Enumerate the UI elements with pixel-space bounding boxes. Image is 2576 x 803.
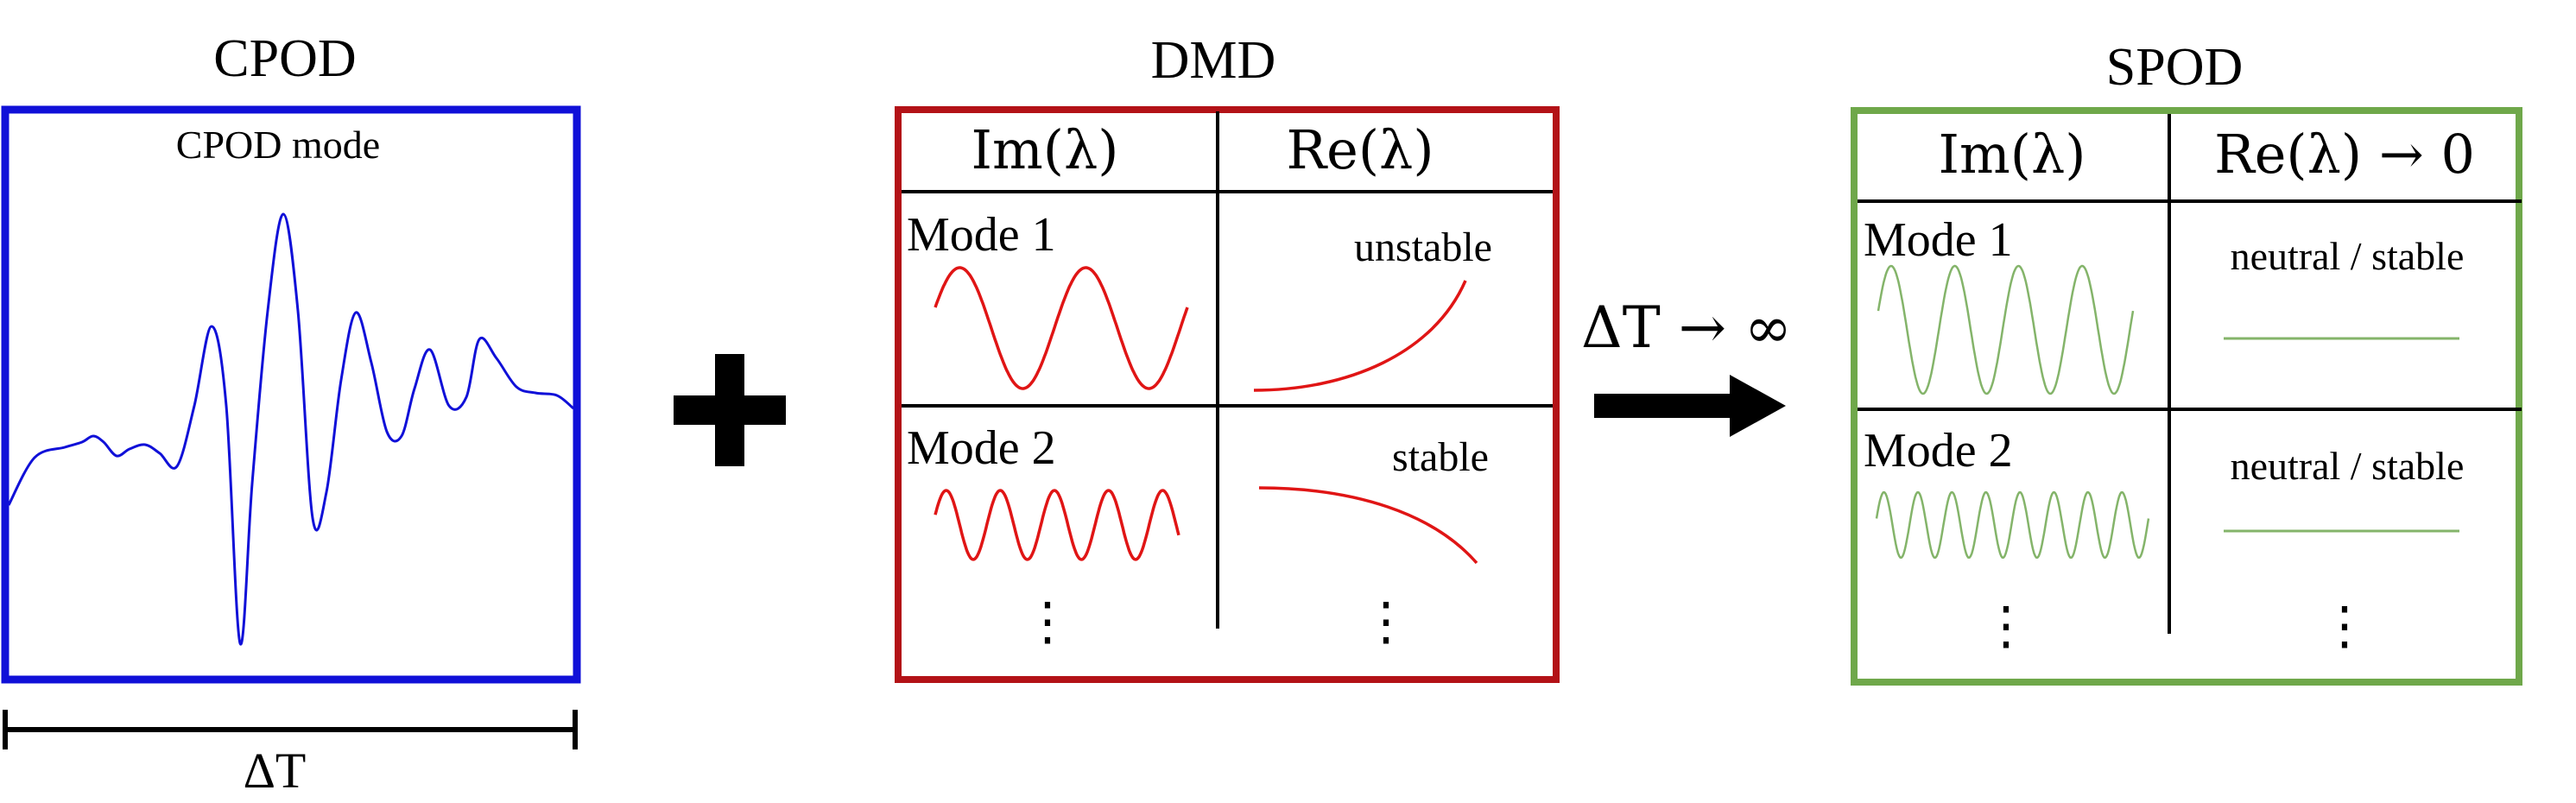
dmd-mode-2-sine (934, 489, 1180, 561)
spod-panel: SPOD Im(λ) Re(λ) → 0 Mode 1 neutral / st… (1851, 38, 2522, 686)
spod-re-ellipsis: ⋮ (2319, 598, 2370, 654)
right-arrow-icon (1594, 375, 1786, 437)
dmd-title: DMD (1151, 31, 1276, 90)
transition: ΔT → ∞ (1581, 294, 1792, 437)
dmd-mode-2-stability: stable (1392, 434, 1489, 480)
spod-mode-2-stability: neutral / stable (2231, 444, 2465, 488)
spod-col-im-header: Im(λ) (1939, 123, 2086, 186)
dmd-col-re-header: Re(λ) (1286, 118, 1434, 181)
dmd-stable-decay-curve (1258, 486, 1478, 565)
spod-mode-1-stability: neutral / stable (2231, 234, 2465, 278)
dmd-im-ellipsis: ⋮ (1022, 593, 1073, 650)
cpod-title: CPOD (213, 29, 356, 88)
cpod-box (1, 105, 581, 684)
interval-label: ΔT (244, 743, 307, 799)
spod-mode-2-label: Mode 2 (1864, 424, 2013, 477)
plus-icon (674, 354, 786, 466)
dmd-col-im-header: Im(λ) (972, 118, 1119, 181)
cpod-mode-label: CPOD mode (176, 123, 380, 167)
dmd-re-ellipsis: ⋮ (1360, 593, 1412, 650)
cpod-mode-waveform (7, 212, 574, 646)
interval-bracket (3, 710, 578, 749)
spod-mode-1-label: Mode 1 (1864, 213, 2013, 267)
spod-box (1851, 107, 2522, 686)
dmd-mode-1-label: Mode 1 (907, 208, 1056, 262)
dmd-unstable-growth-curve (1253, 280, 1467, 392)
spod-title: SPOD (2106, 38, 2244, 97)
dmd-mode-2-label: Mode 2 (907, 421, 1056, 475)
spod-mode-1-sine (1877, 264, 2135, 395)
spod-im-ellipsis: ⋮ (1980, 598, 2032, 654)
dmd-mode-1-sine (934, 266, 1189, 390)
dmd-mode-1-stability: unstable (1354, 224, 1492, 270)
dmd-panel: DMD Im(λ) Re(λ) Mode 1 unstable Mode 2 s… (895, 31, 1560, 683)
spod-col-re-header: Re(λ) → 0 (2214, 123, 2475, 186)
cpod-panel: CPOD CPOD mode ΔT (1, 29, 581, 799)
dmd-box (895, 106, 1560, 683)
transition-label: ΔT → ∞ (1581, 294, 1792, 361)
spod-mode-2-sine (1875, 490, 2150, 560)
